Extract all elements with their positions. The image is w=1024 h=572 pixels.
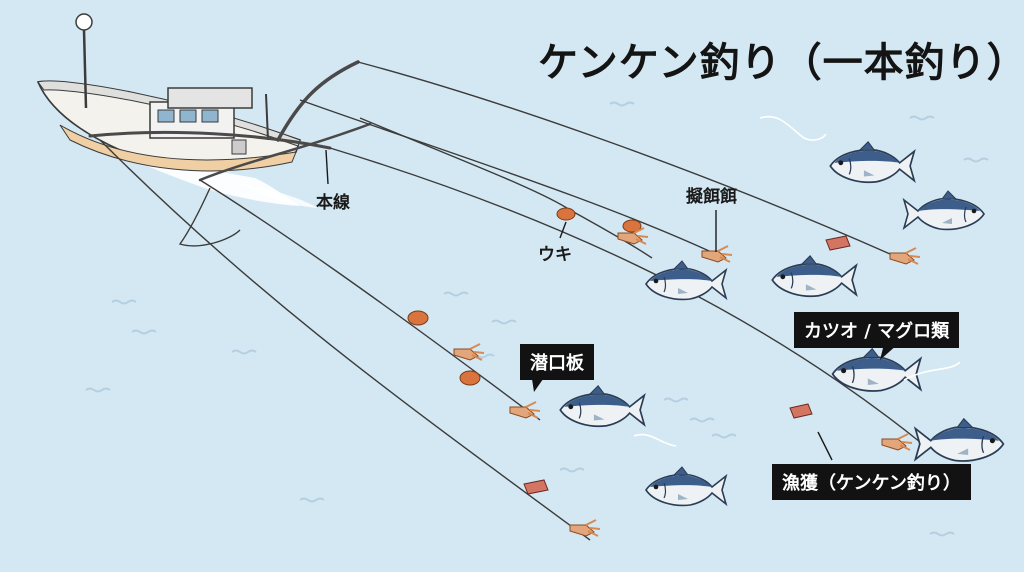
- fishing-poles: [88, 60, 372, 182]
- catch-label: 漁獲（ケンケン釣り）: [772, 464, 971, 500]
- fish-6: [914, 417, 1005, 462]
- leader-lines: [325, 149, 833, 461]
- target-fish-label: カツオ / マグロ類: [794, 312, 960, 348]
- main-line-label: 本線: [316, 193, 350, 213]
- fish-4: [771, 255, 858, 298]
- diving-board-label: 潜口板: [520, 344, 594, 380]
- diving-boards: [523, 235, 851, 495]
- fish-1: [829, 141, 916, 184]
- fish-5: [831, 347, 922, 392]
- fishing-boat: [36, 13, 302, 172]
- fish-7: [559, 385, 646, 428]
- lure-label: 擬餌餌: [686, 187, 737, 207]
- diagram-title: ケンケン釣り（一本釣り）: [538, 40, 1024, 86]
- fish-2: [903, 190, 985, 231]
- fish-8: [645, 466, 727, 507]
- floats: [407, 207, 642, 386]
- water-swirls: [633, 115, 961, 447]
- fish-3: [645, 260, 727, 301]
- float-label: ウキ: [538, 245, 572, 265]
